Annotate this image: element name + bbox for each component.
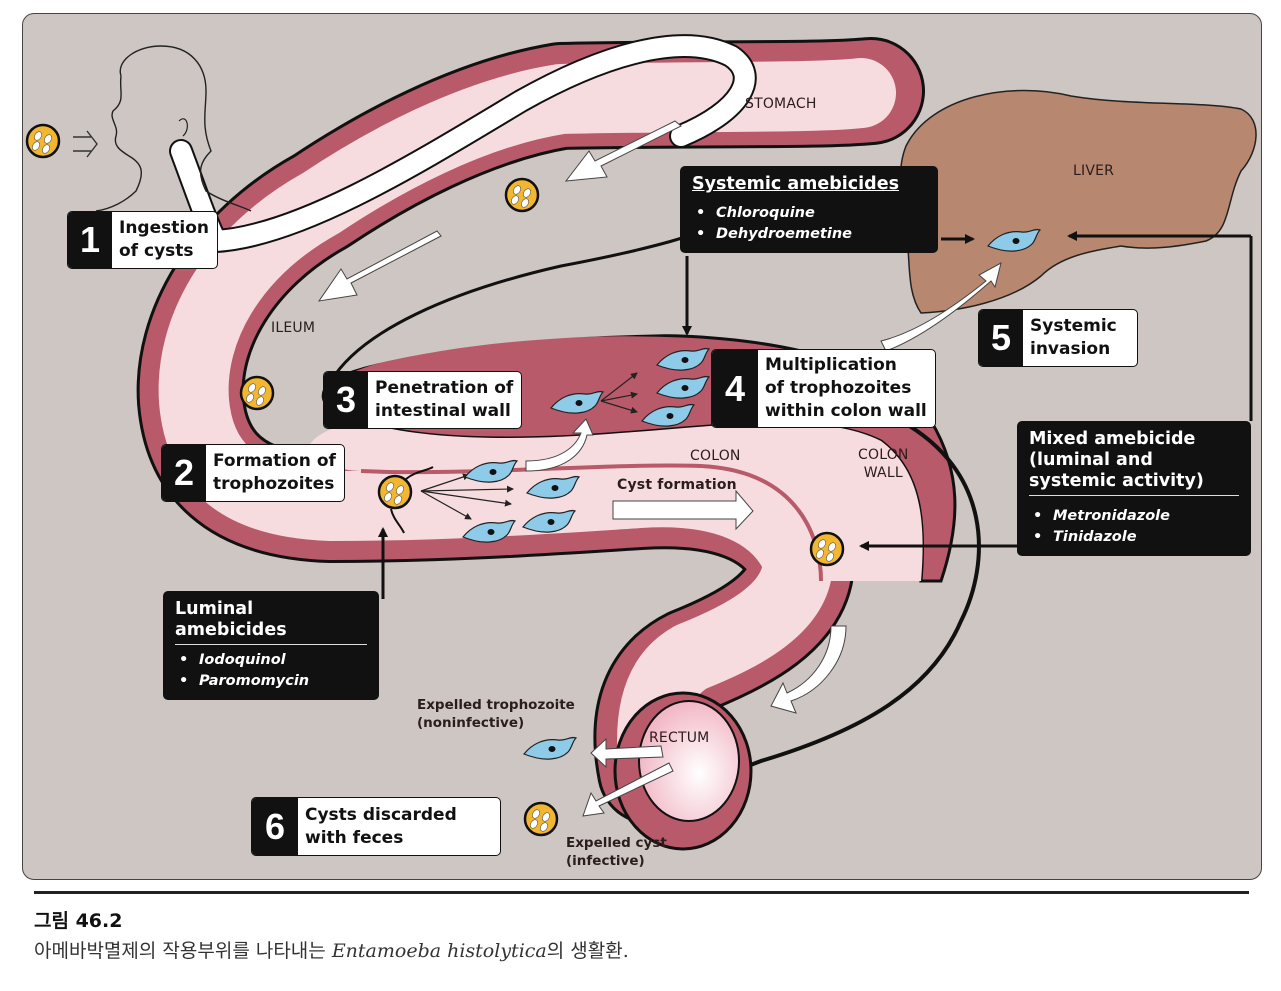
step-number: 4: [712, 350, 758, 427]
drugbox-title: Luminal amebicides: [175, 599, 367, 645]
step-text-line: Penetration of: [375, 378, 514, 398]
expelled-label-line: (noninfective): [417, 715, 525, 731]
step-text: Cysts discarded with feces: [298, 798, 465, 855]
step-number: 3: [324, 372, 368, 428]
step-text-line: of cysts: [119, 241, 194, 261]
stomach-label: STOMACH: [745, 96, 817, 112]
step-text-line: with feces: [305, 827, 404, 848]
figure-number: 그림 46.2: [34, 910, 123, 932]
drugbox-title-line: amebicides: [175, 620, 287, 640]
connector-lines: [378, 236, 1253, 599]
step-text-line: Ingestion: [119, 218, 209, 238]
step-text: Penetration of intestinal wall: [368, 372, 521, 428]
caption-text: 아메바박멸제의 작용부위를 나타내는: [34, 940, 332, 962]
drugbox-title: Mixed amebicide (luminal and systemic ac…: [1029, 429, 1239, 496]
step-4-label: 4 Multiplication of trophozoites within …: [711, 349, 936, 428]
liver-shape: [899, 89, 1257, 314]
step-number: 1: [68, 212, 112, 268]
step-number: 5: [979, 310, 1023, 366]
ileum-label: ILEUM: [271, 320, 316, 336]
cyst-icon: [239, 375, 275, 411]
drug-item: Tinidazole: [1029, 527, 1239, 548]
cyst-formation-label: Cyst formation: [617, 477, 737, 493]
flow-arrows: [317, 120, 1002, 817]
drug-item: Metronidazole: [1029, 506, 1239, 527]
cyst-icon: [25, 123, 61, 159]
step-text-line: Formation of: [213, 451, 336, 471]
step-text: Systemic invasion: [1023, 310, 1137, 366]
drug-list: Metronidazole Tinidazole: [1029, 506, 1239, 548]
caption-divider: [34, 891, 1249, 894]
colon-wall-label: COLON WALL: [858, 446, 909, 482]
drug-item: Dehydroemetine: [692, 224, 926, 245]
step-text-line: Systemic: [1030, 316, 1117, 336]
mixed-amebicide-box: Mixed amebicide (luminal and systemic ac…: [1017, 421, 1251, 556]
expelled-trophozoite-label: Expelled trophozoite (noninfective): [417, 696, 575, 732]
caption-organism: Entamoeba histolytica: [331, 940, 547, 962]
colon-label: COLON: [690, 448, 741, 464]
drug-item: Paromomycin: [175, 671, 367, 692]
drugbox-title-line: Mixed amebicide: [1029, 429, 1196, 449]
cyst-icon: [523, 801, 559, 837]
step-number: 2: [162, 445, 206, 501]
cyst-icon: [504, 177, 540, 213]
luminal-amebicides-box: Luminal amebicides Iodoquinol Paromomyci…: [163, 591, 379, 700]
trophozoite-icon: [523, 736, 577, 760]
step-text-line: Multiplication: [765, 355, 897, 375]
step-number: 6: [252, 798, 298, 855]
drug-list: Chloroquine Dehydroemetine: [692, 203, 926, 245]
rectum-label: RECTUM: [649, 730, 710, 746]
step-5-label: 5 Systemic invasion: [978, 309, 1138, 367]
step-text: Multiplication of trophozoites within co…: [758, 350, 935, 427]
step-6-label: 6 Cysts discarded with feces: [251, 797, 501, 856]
step-text-line: trophozoites: [213, 474, 335, 494]
step-text-line: within colon wall: [765, 401, 927, 421]
step-text-line: intestinal wall: [375, 401, 511, 421]
head-outline-icon: [95, 45, 252, 212]
figure-panel: STOMACH LIVER ILEUM COLON COLON WALL REC…: [22, 13, 1262, 880]
step-3-label: 3 Penetration of intestinal wall: [323, 371, 523, 429]
step-1-label: 1 Ingestion of cysts: [67, 211, 218, 269]
colon-wall-label-line: WALL: [863, 465, 903, 481]
drugbox-title-line: systemic activity): [1029, 471, 1204, 491]
step-text: Ingestion of cysts: [112, 212, 217, 268]
drug-list: Iodoquinol Paromomycin: [175, 650, 367, 692]
expelled-cyst-label: Expelled cyst (infective): [566, 834, 667, 870]
expelled-label-line: (infective): [566, 853, 645, 869]
expelled-label-line: Expelled trophozoite: [417, 697, 575, 713]
step-2-label: 2 Formation of trophozoites: [161, 444, 345, 502]
step-text-line: Cysts discarded: [305, 804, 457, 825]
step-text-line: of trophozoites: [765, 378, 912, 398]
colon-wall-label-line: COLON: [858, 447, 909, 463]
drugbox-title-line: Luminal: [175, 599, 254, 619]
expelled-label-line: Expelled cyst: [566, 835, 667, 851]
caption-text: 의 생활환.: [546, 940, 629, 962]
step-text-line: invasion: [1030, 339, 1111, 359]
ingest-arrow-icon: [73, 130, 98, 158]
drugbox-title: Systemic amebicides: [692, 174, 899, 194]
step-text: Formation of trophozoites: [206, 445, 344, 501]
liver-label: LIVER: [1073, 163, 1115, 179]
systemic-amebicides-box: Systemic amebicides Chloroquine Dehydroe…: [680, 166, 938, 253]
drugbox-title-line: (luminal and: [1029, 450, 1153, 470]
drug-item: Iodoquinol: [175, 650, 367, 671]
figure-caption: 아메바박멸제의 작용부위를 나타내는 Entamoeba histolytica…: [34, 936, 629, 963]
drug-item: Chloroquine: [692, 203, 926, 224]
cyst-icon: [377, 474, 413, 510]
cyst-icon: [809, 531, 845, 567]
